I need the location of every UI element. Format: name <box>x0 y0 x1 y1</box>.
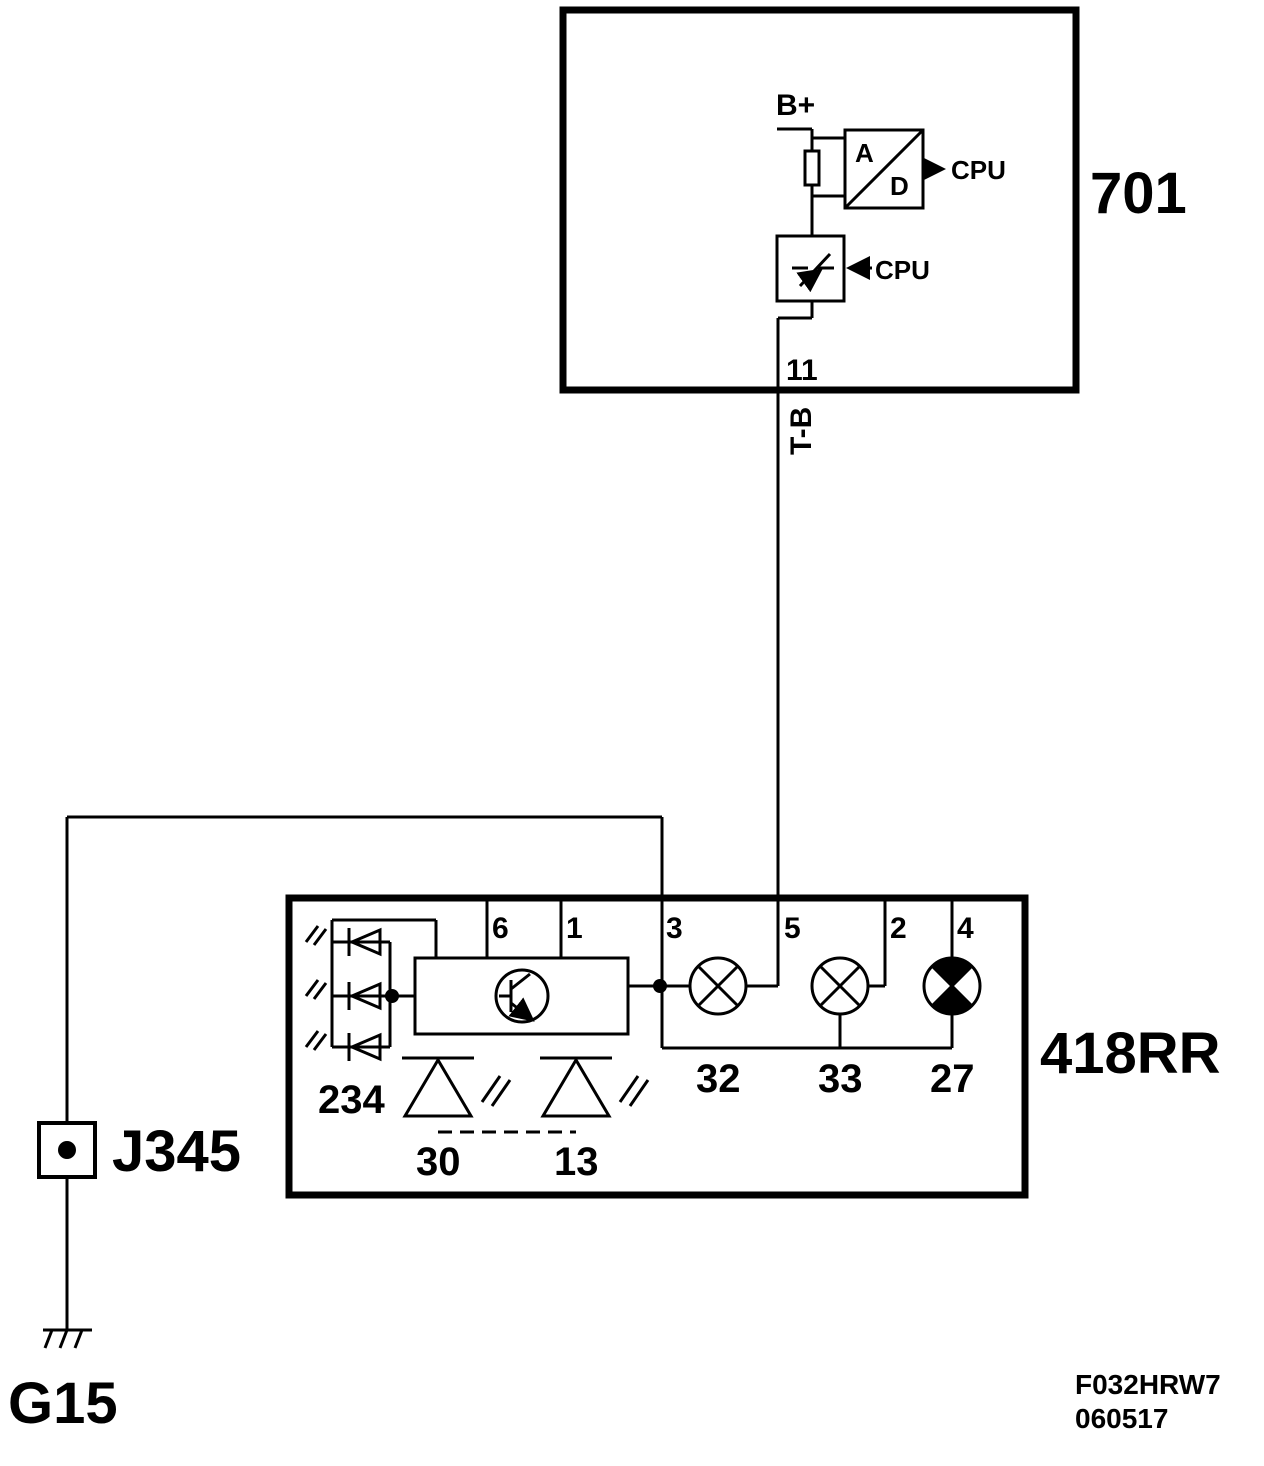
supply-label: B+ <box>776 89 815 122</box>
adc-label-a: A <box>855 138 874 168</box>
cpu-in-label: CPU <box>875 255 930 285</box>
pin-3-label: 3 <box>666 912 683 945</box>
indicator-lamp-27-icon <box>922 956 982 1016</box>
pin-2-label: 2 <box>890 912 907 945</box>
reference-date: 060517 <box>1075 1403 1168 1434</box>
module-418rr[interactable]: 418RR 6 1 3 5 2 4 <box>285 894 1221 1199</box>
pin-1-label: 1 <box>566 912 583 945</box>
module-418rr-label: 418RR <box>1040 1021 1221 1086</box>
ground-g15-label: G15 <box>8 1371 118 1436</box>
pin-234-label: 234 <box>318 1078 385 1122</box>
pin-30-label: 30 <box>416 1140 461 1184</box>
diode-array-icon <box>304 918 438 1062</box>
module-418rr-outline <box>285 894 1029 1199</box>
adc-converter-icon: A D <box>843 128 925 210</box>
pin-11-label: 11 <box>786 354 818 387</box>
photodiode-30-icon <box>402 1056 512 1118</box>
lamp-27-label: 27 <box>930 1057 975 1101</box>
connector-j345-label: J345 <box>112 1119 241 1184</box>
pin-5-label: 5 <box>784 912 801 945</box>
ground-icon <box>43 1328 92 1349</box>
cpu-out-label: CPU <box>951 155 1006 185</box>
lamp-33-label: 33 <box>818 1057 863 1101</box>
junction-pin3-node <box>653 979 667 993</box>
lamp-33-icon <box>810 956 870 1016</box>
module-701-outline <box>559 6 1080 394</box>
wire-tb-label: T-B <box>785 407 818 455</box>
logic-block <box>413 956 630 1036</box>
pin-6-label: 6 <box>492 912 509 945</box>
connector-dot-icon <box>58 1141 76 1159</box>
pin-4-label: 4 <box>957 912 974 945</box>
resistor-icon <box>803 149 821 187</box>
photodiode-13-icon <box>540 1056 650 1118</box>
adc-label-d: D <box>890 171 909 201</box>
reference-code: F032HRW7 <box>1075 1369 1221 1400</box>
junction-diode-node <box>385 989 399 1003</box>
lamp-32-icon <box>688 956 748 1016</box>
switch-transistor-icon <box>775 234 846 303</box>
transistor-icon <box>494 968 550 1024</box>
lamp-32-label: 32 <box>696 1057 741 1101</box>
module-701-label: 701 <box>1090 161 1187 226</box>
module-701[interactable]: 701 B+ A D CPU CPU 11 <box>559 6 1187 394</box>
pin-13-label: 13 <box>554 1140 599 1184</box>
connector-j345[interactable]: J345 <box>37 1119 241 1184</box>
